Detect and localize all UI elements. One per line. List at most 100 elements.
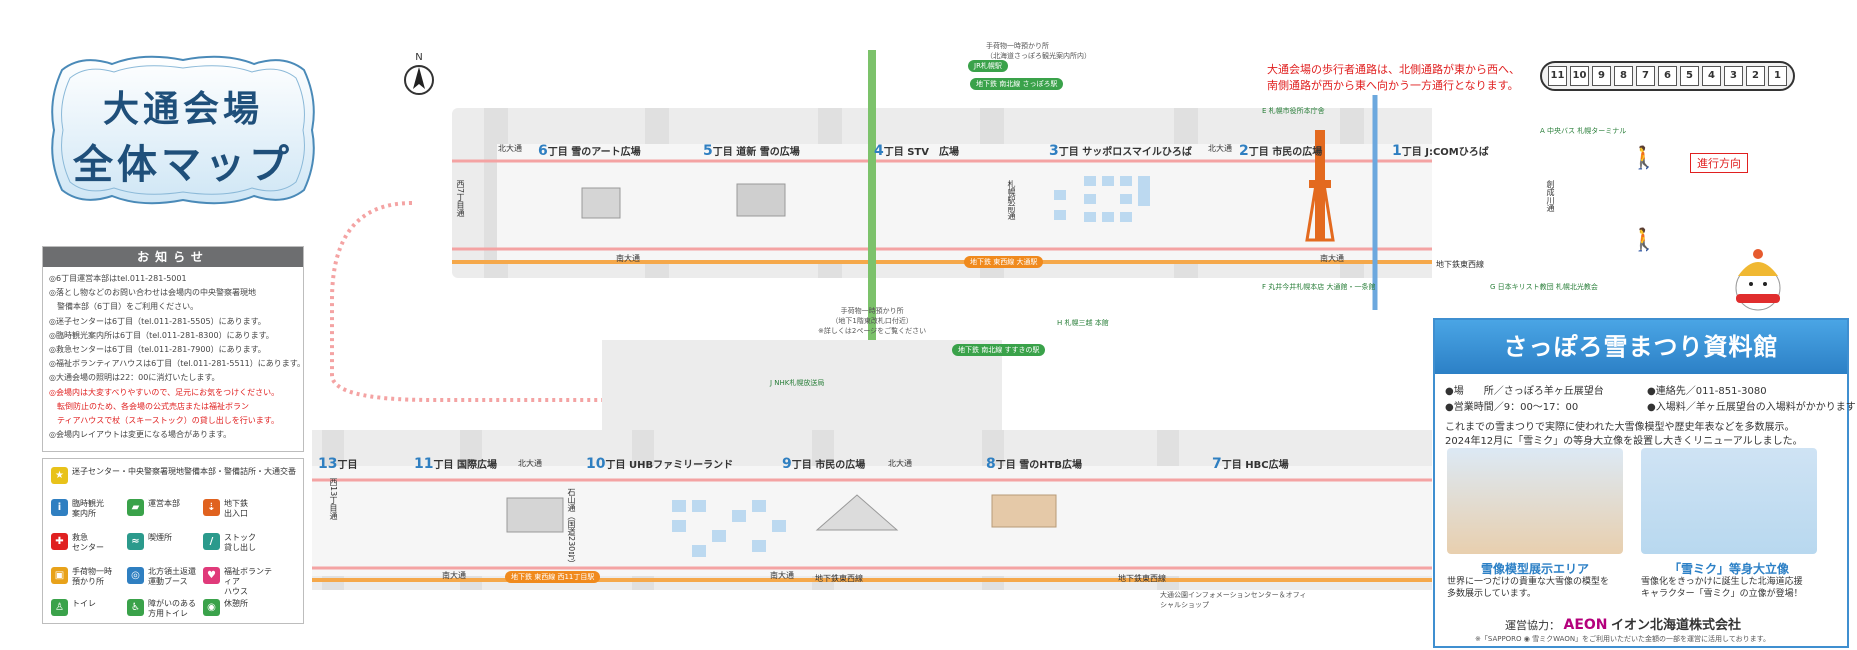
street-subway-lower-east: 地下鉄東西線 <box>1118 574 1166 583</box>
block-13-label: 13丁目 <box>318 456 358 472</box>
info-icon: i <box>51 499 68 516</box>
title-line-1: 大通会場 <box>102 88 263 130</box>
facility-city-hall: E 札幌市役所本庁舎 <box>1262 107 1325 115</box>
ski-stock-icon: / <box>203 533 220 550</box>
street-north-lower: 北大通 <box>518 459 542 468</box>
street-west13: 西13丁目通 <box>329 478 338 521</box>
luggage-note-top-title: 手荷物一時預かり所 <box>986 42 1049 50</box>
museum-area2-title: 「雪ミク」等身大立像 <box>1668 562 1789 576</box>
block-number-cell[interactable]: 4 <box>1702 66 1721 86</box>
block-3-label: 3丁目 サッポロスマイルひろば <box>1049 143 1192 159</box>
legend-label: 手荷物一時 預かり所 <box>72 567 112 586</box>
museum-desc-1: これまでの雪まつりで実際に使われた大雪像模型や歴史年表などを多数展示。 <box>1445 422 1795 433</box>
block-number-cell[interactable]: 10 <box>1570 66 1589 86</box>
luggage-note-mid-title: 手荷物一時預かり所 <box>840 307 904 315</box>
block-number-cell[interactable]: 8 <box>1614 66 1633 86</box>
luggage-note-mid-sub: （地下1階東改札口付近） <box>831 317 913 325</box>
first-aid-icon: ✚ <box>51 533 68 550</box>
lower-pedestrian-paths <box>312 478 1432 582</box>
block-number-cell[interactable]: 1 <box>1768 66 1787 86</box>
station-jr-sapporo[interactable]: JR札幌駅 <box>968 60 1008 72</box>
legend-label: 北方領土返還 運動ブース <box>148 567 196 586</box>
museum-footnote: ※「SAPPORO ◉ 雪ミクWAON」をご利用いただいた金額の一部を運営に活用… <box>1475 635 1770 643</box>
booth-grid-block-9 <box>672 500 786 557</box>
route-connector-west <box>330 201 672 402</box>
legend-item: ≈ 喫煙所 <box>127 533 198 550</box>
museum-place: ●場 所／さっぽろ羊ヶ丘展望台 <box>1445 386 1604 397</box>
one-way-note-line-1: 大通会場の歩行者通路は、北側通路が東から西へ、 <box>1267 63 1520 76</box>
one-way-note-line-2: 南側通路が西から東へ向かう一方通行となります。 <box>1267 79 1519 92</box>
upper-park-area <box>452 108 1432 278</box>
museum-area1-title: 雪像模型展示エリア <box>1480 562 1589 576</box>
street-south-upper-east: 南大通 <box>1320 254 1344 263</box>
facility-nhk: J NHK札幌放送局 <box>770 379 825 387</box>
luggage-icon: ▣ <box>51 567 68 584</box>
legend-label: トイレ <box>72 599 96 608</box>
street-west7: 西7丁目通 <box>456 180 465 218</box>
notice-line: ◎迷子センターは6丁目（tel.011-281-5505）にあります。 <box>49 316 266 326</box>
block-number-cell[interactable]: 9 <box>1592 66 1611 86</box>
legend-item: ♙ トイレ <box>51 599 122 616</box>
luggage-note-top-sub: （北海道さっぽろ観光案内所内） <box>986 52 1091 60</box>
luggage-note-mid: 手荷物一時預かり所（地下1階東改札口付近）※詳しくは2ページをご覧ください <box>818 306 926 336</box>
museum-desc-2: 2024年12月に「雪ミク」の等身大立像を設置し大きくリニューアルしました。 <box>1445 436 1803 447</box>
toilet-icon: ♙ <box>51 599 68 616</box>
notice-line: ◎救急センターは6丁目（tel.011-281-7900）にあります。 <box>49 345 266 354</box>
block-number-cell[interactable]: 3 <box>1724 66 1743 86</box>
street-south-lower: 南大通 <box>442 571 466 580</box>
block-number-cell[interactable]: 11 <box>1548 66 1567 86</box>
notice-line: ◎会場内レイアウトは変更になる場合があります。 <box>49 430 232 440</box>
territory-booth-icon: ◎ <box>127 567 144 584</box>
street-ekimae: 札幌駅前通 <box>1007 180 1016 220</box>
museum-area2-text: 雪像化をきっかけに誕生した北海道応援 キャラクター「雪ミク」の立像が登場！ <box>1641 577 1803 599</box>
legend-label: 喫煙所 <box>148 533 172 542</box>
walker-icon-south: 🚶 <box>1630 228 1658 253</box>
legend-label: 救急 センター <box>72 533 104 552</box>
station-susukino[interactable]: 地下鉄 南北線 すすきの駅 <box>952 344 1046 356</box>
facility-info-center: 大通公園インフォメーションセンター＆オフィシャルショップ <box>1160 591 1307 609</box>
subway-icon: ⇣ <box>203 499 220 516</box>
block-8-label: 8丁目 雪のHTB広場 <box>986 456 1083 472</box>
notice-line: 転倒防止のため、各会場の公式売店または福祉ボラン <box>49 401 249 411</box>
legend-label: 運営本部 <box>148 499 180 508</box>
station-nishi11[interactable]: 地下鉄 東西線 西11丁目駅 <box>505 571 601 583</box>
snowman-mascot-icon <box>1735 249 1781 311</box>
legend-item: ▣手荷物一時 預かり所 <box>51 567 122 587</box>
museum-cooperation: 運営協力： AEON イオン北海道株式会社 <box>1505 614 1741 633</box>
north-compass: N <box>402 52 436 101</box>
headquarters-icon: ▰ <box>127 499 144 516</box>
rest-area-icon: ◉ <box>203 599 220 616</box>
block-number-cell[interactable]: 5 <box>1680 66 1699 86</box>
star-icon: ★ <box>51 467 68 484</box>
block-11-label: 11丁目 国際広場 <box>414 456 497 472</box>
notice-panel: お知らせ ◎6丁目運営本部はtel.011-281-5001◎落とし物などのお問… <box>42 246 305 452</box>
block-2-label: 2丁目 市民の広場 <box>1239 143 1323 159</box>
north-label: N <box>415 52 423 63</box>
block-6-label: 6丁目 雪のアート広場 <box>538 143 641 159</box>
street-south-upper: 南大通 <box>616 254 640 263</box>
street-subway-upper: 地下鉄東西線 <box>1436 260 1484 269</box>
notice-line: ◎落とし物などのお問い合わせは会場内の中央警察署現地 <box>49 288 256 298</box>
block-number-cell[interactable]: 2 <box>1746 66 1765 86</box>
museum-miku-photo <box>1641 448 1817 554</box>
station-sapporo-subway[interactable]: 地下鉄 南北線 さっぽろ駅 <box>970 78 1064 90</box>
legend-label: 福祉ボランティア ハウス <box>224 567 272 596</box>
street-sosei: 創成川通 <box>1546 180 1555 212</box>
map-canvas <box>312 50 1432 590</box>
museum-hours: ●営業時間／9：00～17：00 <box>1445 402 1579 413</box>
booth-grid-block-2 <box>1054 176 1150 222</box>
compass-icon <box>404 65 434 95</box>
station-odori[interactable]: 地下鉄 東西線 大通駅 <box>964 256 1044 268</box>
one-way-note: 大通会場の歩行者通路は、北側通路が東から西へ、 南側通路が西から東へ向かう一方通… <box>1267 62 1520 94</box>
snow-sculptures <box>506 183 1057 533</box>
facility-marui: F 丸井今井札幌本店 大通館・一条館 <box>1262 283 1376 291</box>
welfare-icon: ♥ <box>203 567 220 584</box>
block-4-label: 4丁目 STV 広場 <box>874 143 959 159</box>
facility-mitsukoshi: H 札幌三越 本館 <box>1057 319 1109 327</box>
smoking-icon: ≈ <box>127 533 144 550</box>
legend-item: ◉休憩所 <box>203 599 274 616</box>
block-number-cell[interactable]: 6 <box>1658 66 1677 86</box>
block-number-cell[interactable]: 7 <box>1636 66 1655 86</box>
